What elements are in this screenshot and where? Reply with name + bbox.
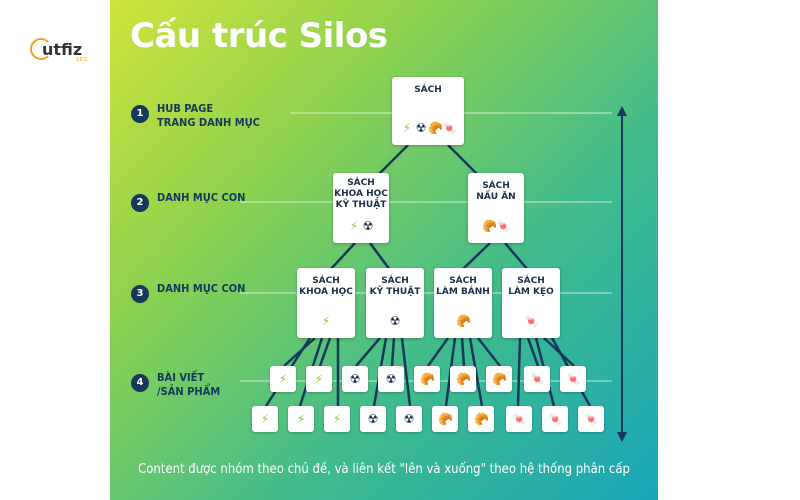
croissant-icon: 🥐 xyxy=(482,219,497,233)
node-icons: ☢ xyxy=(366,314,424,328)
logo-ring-icon xyxy=(30,38,52,60)
leaf-atom: ☢ xyxy=(342,366,368,392)
leaf-atom: ☢ xyxy=(360,406,386,432)
croissant-icon: 🥐 xyxy=(492,372,507,386)
atom-icon: ☢ xyxy=(362,219,374,233)
node-label: SÁCH LÀM BÁNH xyxy=(436,276,490,297)
leaf-croissant: 🥐 xyxy=(486,366,512,392)
leaf-bolt: ⚡ xyxy=(288,406,314,432)
node-label: SÁCH KỸ THUẬT xyxy=(369,276,421,297)
node-sach-ky-thuat: SÁCH KỸ THUẬT ☢ xyxy=(366,268,424,338)
bolt-icon: ⚡ xyxy=(402,121,412,135)
atom-icon: ☢ xyxy=(403,412,415,426)
leaf-bolt: ⚡ xyxy=(306,366,332,392)
node-sach-khoa-hoc-ky-thuat: SÁCH KHOA HỌC KỸ THUẬT ⚡☢ xyxy=(333,173,389,243)
page-title: Cấu trúc Silos xyxy=(130,16,388,56)
candy-icon: 🍬 xyxy=(566,372,581,386)
atom-icon: ☢ xyxy=(415,121,427,135)
level-title: HUB PAGE TRANG DANH MỤC xyxy=(157,102,260,129)
leaf-candy: 🍬 xyxy=(506,406,532,432)
brand-logo: utfiz SEO xyxy=(30,38,100,63)
leaf-atom: ☢ xyxy=(396,406,422,432)
node-sach: SÁCH ⚡☢🥐🍬 xyxy=(392,77,464,145)
node-icons: 🥐 xyxy=(434,314,492,328)
leaf-candy: 🍬 xyxy=(524,366,550,392)
bolt-icon: ⚡ xyxy=(332,412,342,426)
bolt-icon: ⚡ xyxy=(260,412,270,426)
logo-sub: SEO xyxy=(76,57,88,63)
leaf-croissant: 🥐 xyxy=(450,366,476,392)
level-title: DANH MỤC CON xyxy=(157,282,246,295)
atom-icon: ☢ xyxy=(385,372,397,386)
croissant-icon: 🥐 xyxy=(456,372,471,386)
candy-icon: 🍬 xyxy=(584,412,599,426)
croissant-icon: 🥐 xyxy=(456,314,471,328)
leaf-croissant: 🥐 xyxy=(432,406,458,432)
node-label: SÁCH NẤU ĂN xyxy=(476,181,516,202)
level-badge: 1 xyxy=(131,105,149,123)
logo-word: utfiz xyxy=(42,40,83,59)
leaf-bolt: ⚡ xyxy=(252,406,278,432)
candy-icon: 🍬 xyxy=(548,412,563,426)
candy-icon: 🍬 xyxy=(524,314,539,328)
node-sach-lam-banh: SÁCH LÀM BÁNH 🥐 xyxy=(434,268,492,338)
node-icons: ⚡☢🥐🍬 xyxy=(392,121,464,135)
node-sach-nau-an: SÁCH NẤU ĂN 🥐🍬 xyxy=(468,173,524,243)
bolt-icon: ⚡ xyxy=(314,372,324,386)
level-badge: 2 xyxy=(131,194,149,212)
candy-icon: 🍬 xyxy=(496,219,511,233)
node-label: SÁCH KHOA HỌC xyxy=(299,276,353,297)
level-badge: 3 xyxy=(131,285,149,303)
atom-icon: ☢ xyxy=(367,412,379,426)
candy-icon: 🍬 xyxy=(442,121,457,135)
leaf-candy: 🍬 xyxy=(542,406,568,432)
bolt-icon: ⚡ xyxy=(321,314,331,328)
node-icons: ⚡ xyxy=(297,314,355,328)
leaf-croissant: 🥐 xyxy=(414,366,440,392)
atom-icon: ☢ xyxy=(349,372,361,386)
level-title: DANH MỤC CON xyxy=(157,191,246,204)
node-label: SÁCH xyxy=(414,85,442,95)
croissant-icon: 🥐 xyxy=(420,372,435,386)
node-icons: 🥐🍬 xyxy=(468,219,524,233)
bolt-icon: ⚡ xyxy=(296,412,306,426)
leaf-candy: 🍬 xyxy=(560,366,586,392)
leaf-croissant: 🥐 xyxy=(468,406,494,432)
footer-caption: Content được nhóm theo chủ đề, và liên k… xyxy=(138,462,630,477)
node-sach-khoa-hoc: SÁCH KHOA HỌC ⚡ xyxy=(297,268,355,338)
croissant-icon: 🥐 xyxy=(438,412,453,426)
bolt-icon: ⚡ xyxy=(349,219,359,233)
leaf-atom: ☢ xyxy=(378,366,404,392)
node-sach-lam-keo: SÁCH LÀM KẸO 🍬 xyxy=(502,268,560,338)
leaf-candy: 🍬 xyxy=(578,406,604,432)
croissant-icon: 🥐 xyxy=(428,121,443,135)
node-icons: 🍬 xyxy=(502,314,560,328)
candy-icon: 🍬 xyxy=(530,372,545,386)
leaf-bolt: ⚡ xyxy=(324,406,350,432)
bolt-icon: ⚡ xyxy=(278,372,288,386)
leaf-bolt: ⚡ xyxy=(270,366,296,392)
node-icons: ⚡☢ xyxy=(333,219,389,233)
level-badge: 4 xyxy=(131,374,149,392)
node-label: SÁCH KHOA HỌC KỸ THUẬT xyxy=(334,178,388,210)
node-label: SÁCH LÀM KẸO xyxy=(508,276,554,297)
candy-icon: 🍬 xyxy=(512,412,527,426)
croissant-icon: 🥐 xyxy=(474,412,489,426)
level-title: BÀI VIẾT /SẢN PHẨM xyxy=(157,371,221,398)
atom-icon: ☢ xyxy=(389,314,401,328)
